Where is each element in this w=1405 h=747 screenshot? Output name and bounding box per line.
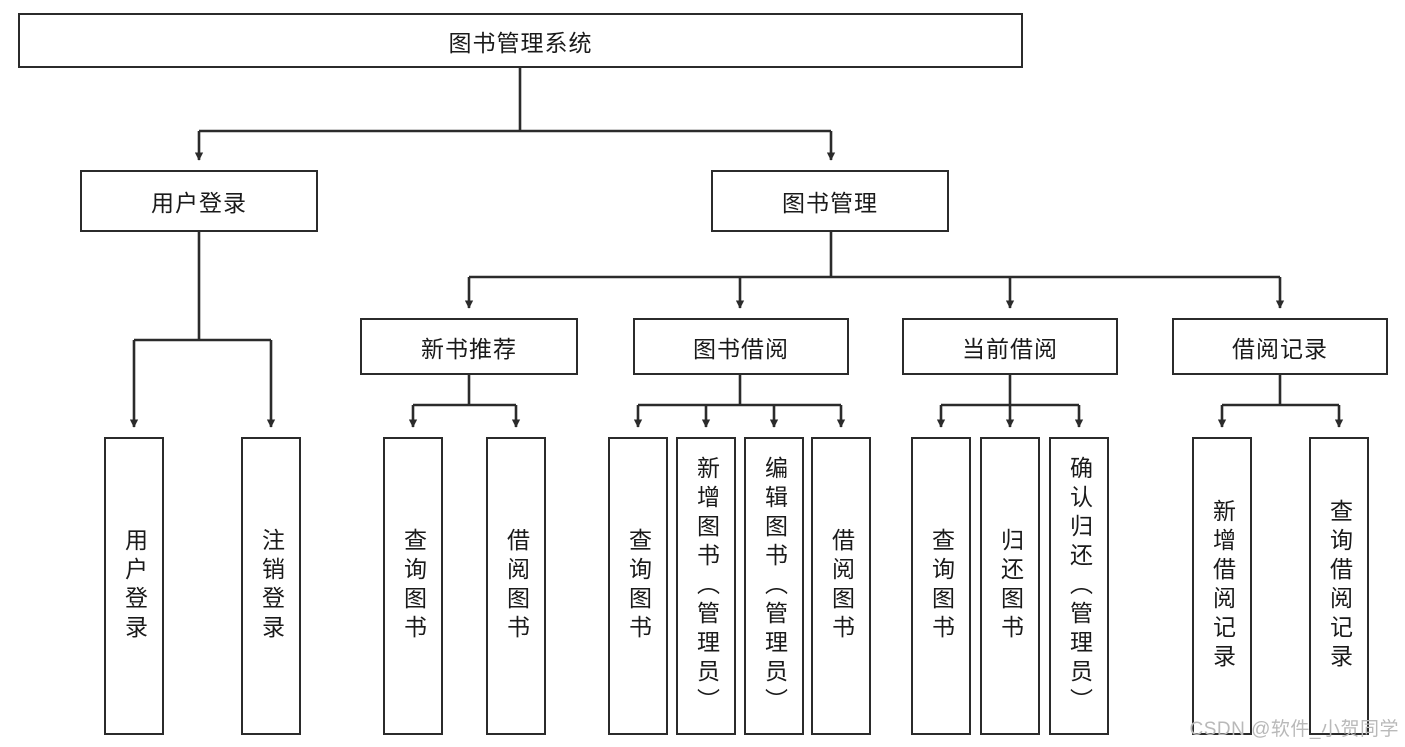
leaf-logout[interactable]: 注销登录 bbox=[241, 437, 301, 735]
node-root-book-management-system[interactable]: 图书管理系统 bbox=[18, 13, 1023, 68]
node-label: 归还图书 bbox=[997, 528, 1024, 644]
node-label: 编辑图书（管理员） bbox=[761, 455, 788, 717]
leaf-query-book-newbook[interactable]: 查询图书 bbox=[383, 437, 443, 735]
leaf-edit-book-admin[interactable]: 编辑图书（管理员） bbox=[744, 437, 804, 735]
node-label: 新书推荐 bbox=[421, 335, 517, 362]
node-label: 借阅图书 bbox=[828, 528, 855, 644]
node-label: 用户登录 bbox=[121, 528, 148, 644]
node-new-book-recommend[interactable]: 新书推荐 bbox=[360, 318, 578, 375]
leaf-query-borrow-record[interactable]: 查询借阅记录 bbox=[1309, 437, 1369, 735]
node-label: 查询借阅记录 bbox=[1326, 499, 1353, 673]
leaf-borrow-book-newbook[interactable]: 借阅图书 bbox=[486, 437, 546, 735]
node-label: 新增图书（管理员） bbox=[693, 455, 720, 717]
node-book-management[interactable]: 图书管理 bbox=[711, 170, 949, 232]
node-label: 新增借阅记录 bbox=[1209, 499, 1236, 673]
node-label: 图书管理 bbox=[782, 190, 878, 216]
node-label: 当前借阅 bbox=[962, 335, 1058, 362]
node-label: 查询图书 bbox=[625, 528, 652, 644]
leaf-query-book-current[interactable]: 查询图书 bbox=[911, 437, 971, 735]
leaf-user-login[interactable]: 用户登录 bbox=[104, 437, 164, 735]
node-label: 借阅记录 bbox=[1232, 335, 1328, 362]
leaf-return-book[interactable]: 归还图书 bbox=[980, 437, 1040, 735]
leaf-borrow-book[interactable]: 借阅图书 bbox=[811, 437, 871, 735]
node-label: 借阅图书 bbox=[503, 528, 530, 644]
leaf-add-borrow-record[interactable]: 新增借阅记录 bbox=[1192, 437, 1252, 735]
node-label: 注销登录 bbox=[258, 528, 285, 644]
node-label: 确认归还（管理员） bbox=[1066, 455, 1093, 717]
node-label: 图书管理系统 bbox=[448, 29, 593, 56]
node-label: 用户登录 bbox=[151, 190, 247, 216]
node-current-borrow[interactable]: 当前借阅 bbox=[902, 318, 1118, 375]
leaf-add-book-admin[interactable]: 新增图书（管理员） bbox=[676, 437, 736, 735]
leaf-confirm-return-admin[interactable]: 确认归还（管理员） bbox=[1049, 437, 1109, 735]
csdn-watermark: CSDN @软件_小贺同学 bbox=[1189, 719, 1399, 740]
leaf-query-book-borrow[interactable]: 查询图书 bbox=[608, 437, 668, 735]
node-book-borrow[interactable]: 图书借阅 bbox=[633, 318, 849, 375]
node-label: 图书借阅 bbox=[693, 335, 789, 362]
node-label: 查询图书 bbox=[928, 528, 955, 644]
node-borrow-record[interactable]: 借阅记录 bbox=[1172, 318, 1388, 375]
node-label: 查询图书 bbox=[400, 528, 427, 644]
node-user-login[interactable]: 用户登录 bbox=[80, 170, 318, 232]
